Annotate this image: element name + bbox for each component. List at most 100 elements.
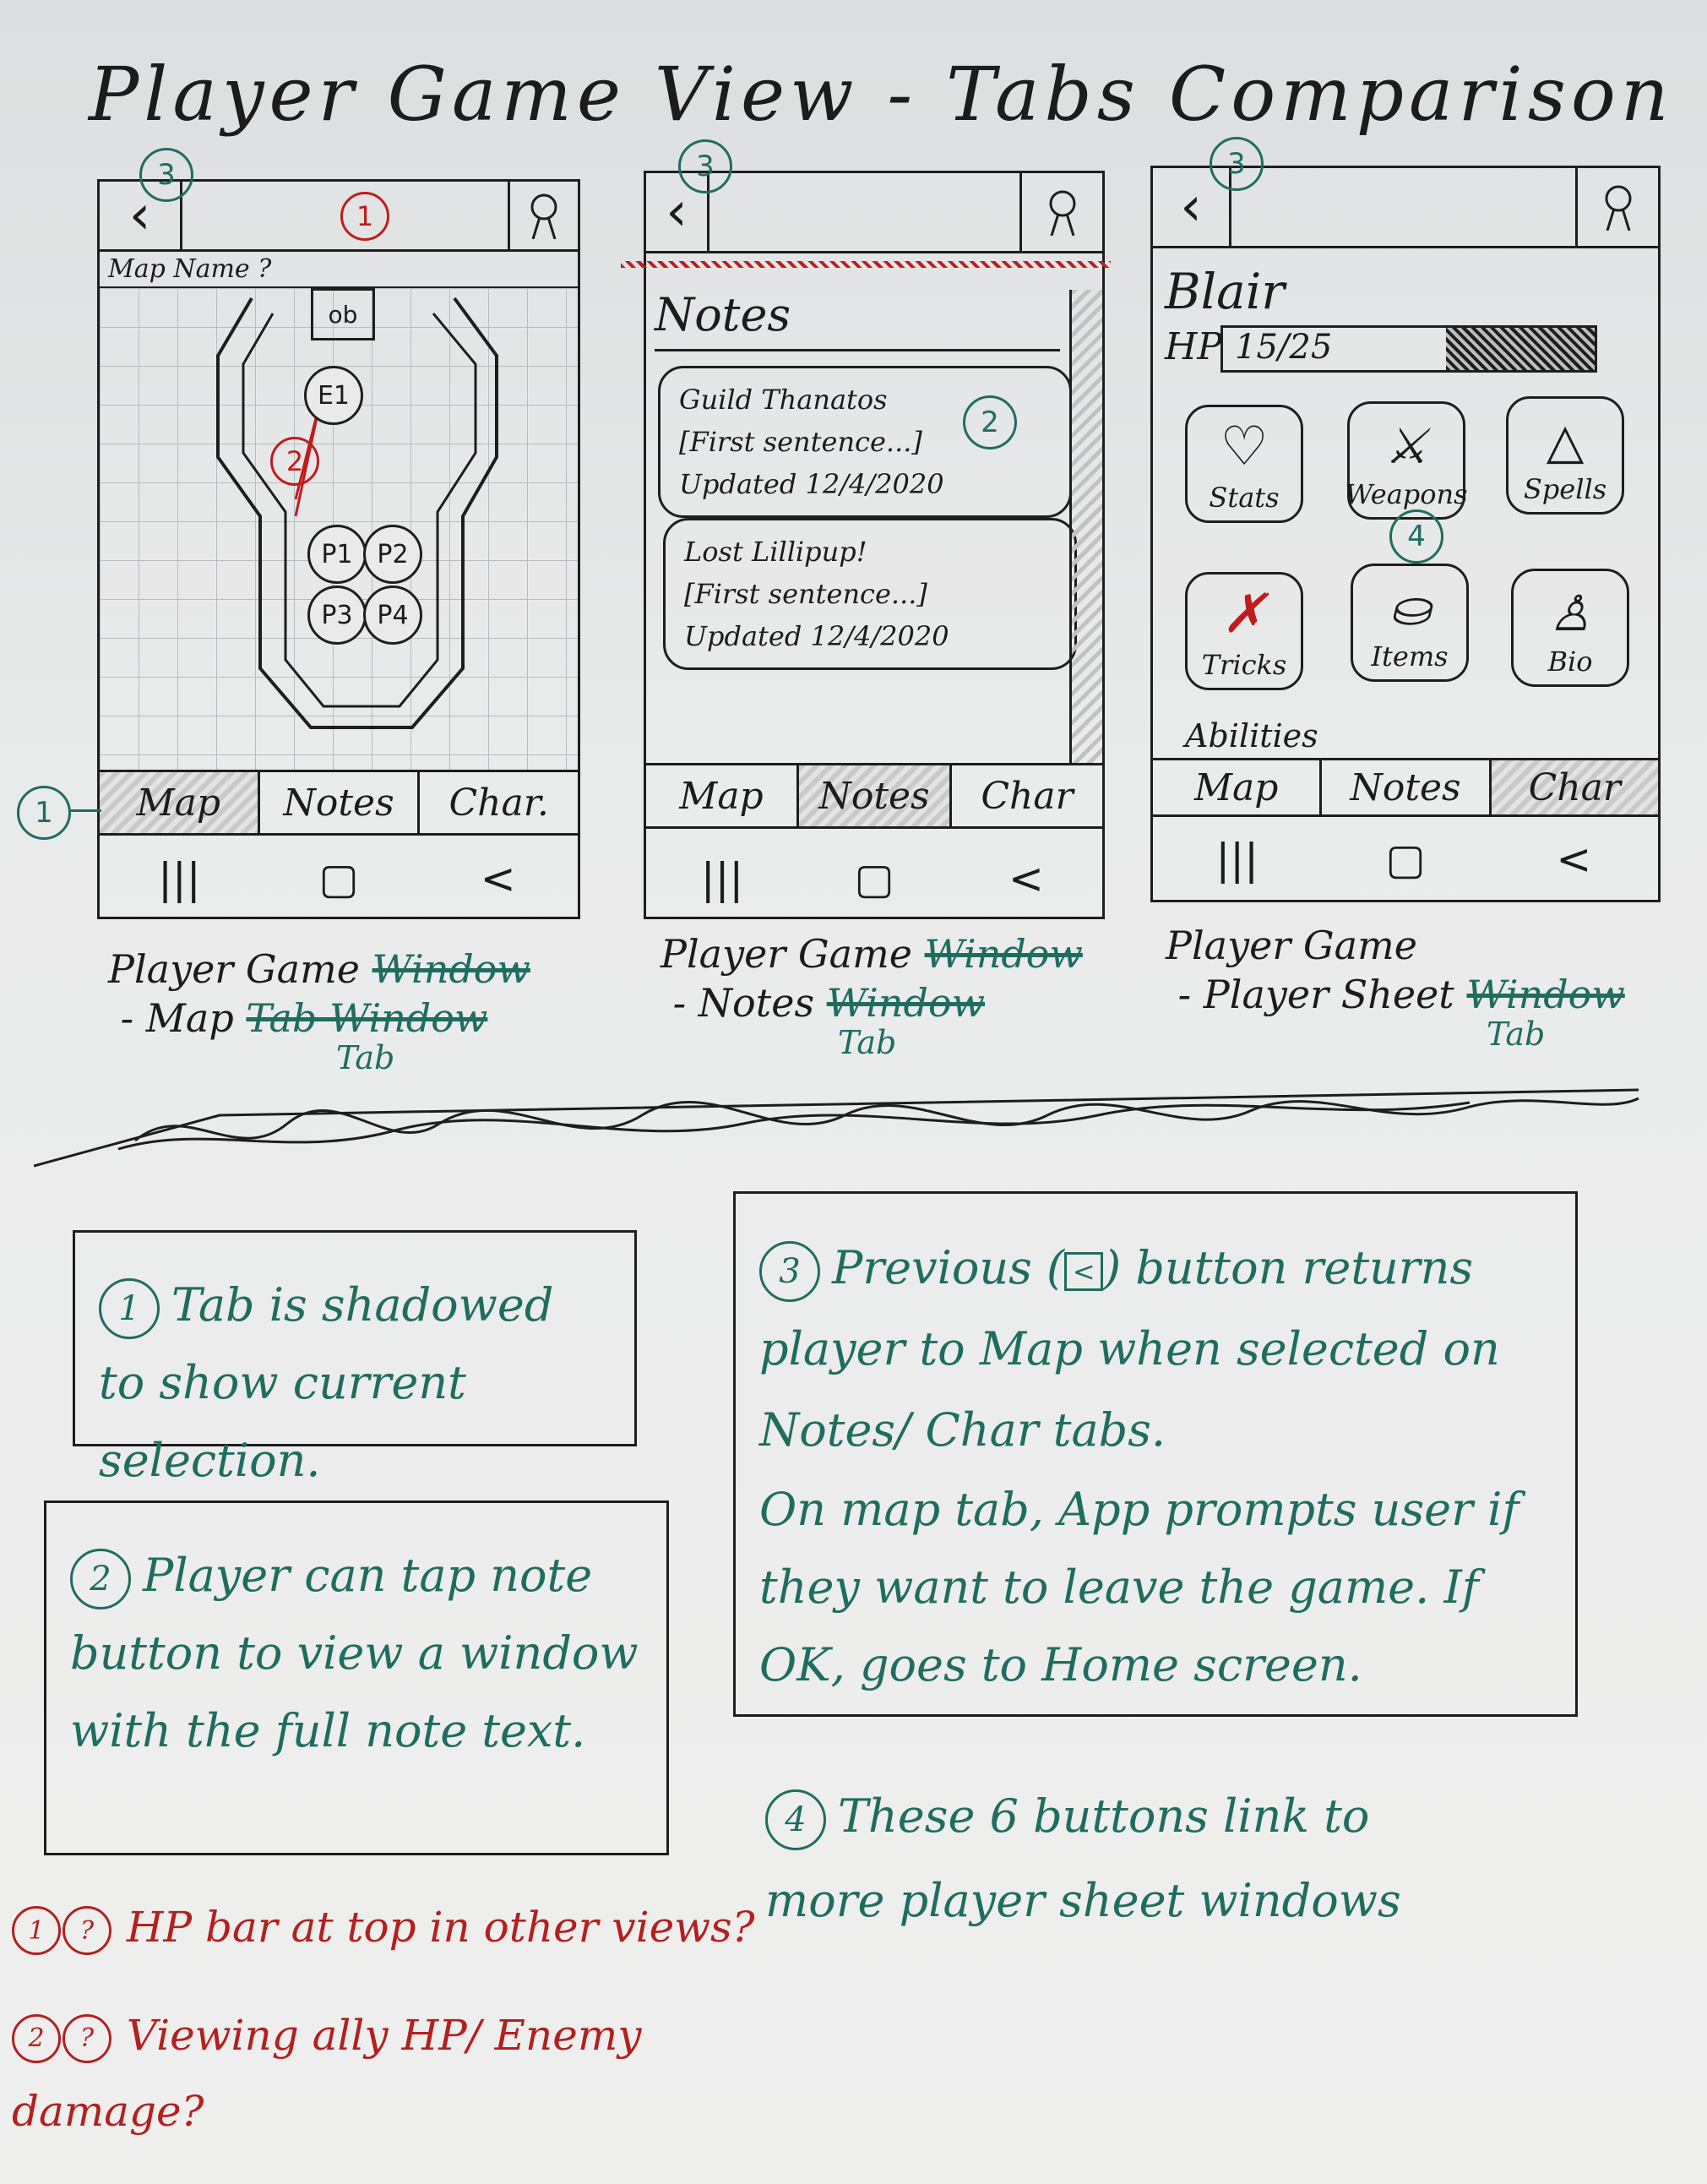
question-number: 1 (12, 1906, 61, 1955)
note-preview: [First sentence...] (679, 426, 922, 458)
player-token[interactable]: P4 (363, 585, 422, 645)
triangle-icon: △ (1546, 412, 1585, 470)
note-text: Previous ( (832, 1241, 1065, 1294)
player-token[interactable]: P3 (307, 585, 367, 645)
scrollbar[interactable] (1069, 290, 1102, 763)
recents-nav-button[interactable]: ||| (158, 854, 201, 903)
note-card[interactable]: Guild Thanatos [First sentence...] Updat… (658, 366, 1072, 518)
notes-tab-mockup: ‹ Notes Guild Thanatos [First sentence..… (621, 171, 1111, 919)
callout-tab-1: 1 (17, 786, 71, 840)
tab-map[interactable]: Map (100, 772, 260, 833)
red-strike-bar (621, 261, 1111, 268)
abilities-label: Abilities (1185, 717, 1318, 754)
enemy-token[interactable]: E1 (304, 366, 363, 425)
tab-char[interactable]: Char. (448, 781, 549, 825)
tab-bar: Map Notes Char (646, 763, 1102, 829)
note-card[interactable]: Lost Lillipup! [First sentence...] Updat… (663, 518, 1077, 670)
profile-button[interactable] (1575, 168, 1658, 246)
door-icon: ob (311, 288, 375, 340)
note-text: On map tab, App prompts user if they wan… (759, 1483, 1519, 1691)
heart-icon: ♡ (1220, 416, 1269, 478)
trick-icon: ✗ (1221, 583, 1267, 645)
tab-char[interactable]: Char (1491, 760, 1658, 814)
callout-back-3: 3 (1210, 137, 1264, 191)
system-nav-bar: ||| ▢ < (100, 841, 578, 917)
map-canvas[interactable]: ob E1 2 P1 P2 P3 P4 (100, 288, 578, 770)
chevron-left-icon: ‹ (1180, 176, 1202, 238)
hp-bar-empty (1446, 328, 1595, 370)
recents-nav-button[interactable]: ||| (1215, 835, 1259, 884)
hp-marker: 1 (340, 192, 389, 241)
bio-button[interactable]: ♙ Bio (1511, 569, 1629, 687)
map-name-label: Map Name ? (108, 254, 272, 284)
door-label: ob (328, 300, 358, 329)
spells-button[interactable]: △ Spells (1506, 396, 1624, 515)
callout-back-2: 3 (678, 139, 732, 193)
caption-text: - Map (120, 995, 234, 1041)
note-number: 3 (759, 1241, 820, 1302)
tab-notes[interactable]: Notes (1322, 760, 1492, 814)
char-caption: Player Game - Player Sheet Window Tab (1166, 921, 1625, 1050)
back-nav-button[interactable]: < (480, 854, 516, 903)
note-updated: Updated 12/4/2020 (684, 620, 949, 652)
note-number: 4 (765, 1789, 826, 1850)
tricks-button[interactable]: ✗ Tricks (1185, 572, 1303, 690)
char-tab-mockup: ‹ Blair HP 15/25 ♡ Stats ⚔ Weapons △ Spe… (1150, 166, 1661, 902)
caption-tab: Tab (336, 1039, 395, 1076)
caption-text: Player Game (108, 946, 360, 992)
back-nav-button[interactable]: < (1556, 835, 1592, 884)
page-title: Player Game View - Tabs Comparison (89, 51, 1674, 138)
scribble-divider (34, 1088, 1639, 1168)
note-preview: [First sentence...] (684, 578, 927, 610)
chevron-left-icon: < (1072, 1255, 1095, 1288)
sword-icon: ⚔ (1384, 417, 1428, 475)
tab-notes[interactable]: Notes (260, 772, 421, 833)
weapons-button[interactable]: ⚔ Weapons (1345, 401, 1468, 520)
home-nav-button[interactable]: ▢ (318, 854, 359, 903)
top-bar: ‹ (646, 173, 1102, 253)
note-text: Tab is shadowed to show current selectio… (99, 1278, 554, 1487)
avatar-icon (1049, 190, 1075, 236)
player-token[interactable]: P2 (363, 525, 422, 584)
items-button[interactable]: ⛀ Items (1351, 564, 1469, 682)
question-number: 2 (12, 2014, 61, 2063)
back-nav-button[interactable]: < (1008, 854, 1044, 903)
heading-underline (655, 349, 1060, 351)
tab-char[interactable]: Char (981, 774, 1074, 818)
callout-line (71, 809, 101, 812)
tile-label: Spells (1523, 473, 1607, 505)
back-button[interactable]: ‹ (646, 173, 709, 251)
tab-notes[interactable]: Notes (799, 765, 952, 826)
caption-text: - Notes (672, 980, 815, 1026)
note-updated: Updated 12/4/2020 (679, 468, 944, 500)
hp-bar: 15/25 (1220, 325, 1597, 373)
stats-button[interactable]: ♡ Stats (1185, 405, 1303, 523)
recents-nav-button[interactable]: ||| (700, 854, 744, 903)
notes-caption: Player Game Window - Notes Window Tab (661, 929, 1083, 1059)
tab-map[interactable]: Map (646, 765, 799, 826)
tab-map[interactable]: Map (1153, 760, 1323, 814)
caption-text: Player Game (1166, 923, 1417, 968)
home-nav-button[interactable]: ▢ (854, 854, 894, 903)
home-nav-button[interactable]: ▢ (1385, 835, 1426, 884)
question-text: HP bar at top in other views? (126, 1903, 755, 1952)
player-token[interactable]: P1 (307, 525, 367, 584)
profile-button[interactable] (1019, 173, 1102, 251)
tile-label: Weapons (1345, 478, 1468, 510)
caption-strike: Tab Window (246, 995, 488, 1041)
tab-bar: Map Notes Char. (100, 770, 578, 836)
back-button[interactable]: ‹ (100, 182, 182, 249)
path-marker: 2 (270, 437, 319, 486)
note-text: Player can tap note button to view a win… (70, 1549, 639, 1757)
caption-text: Player Game (661, 931, 912, 977)
back-button[interactable]: ‹ (1153, 168, 1231, 246)
profile-button[interactable] (508, 182, 578, 249)
caption-text: - Player Sheet (1177, 972, 1454, 1017)
chevron-left-icon: ‹ (128, 184, 151, 247)
notes-heading: Notes (655, 288, 791, 341)
tab-bar: Map Notes Char (1153, 758, 1658, 817)
